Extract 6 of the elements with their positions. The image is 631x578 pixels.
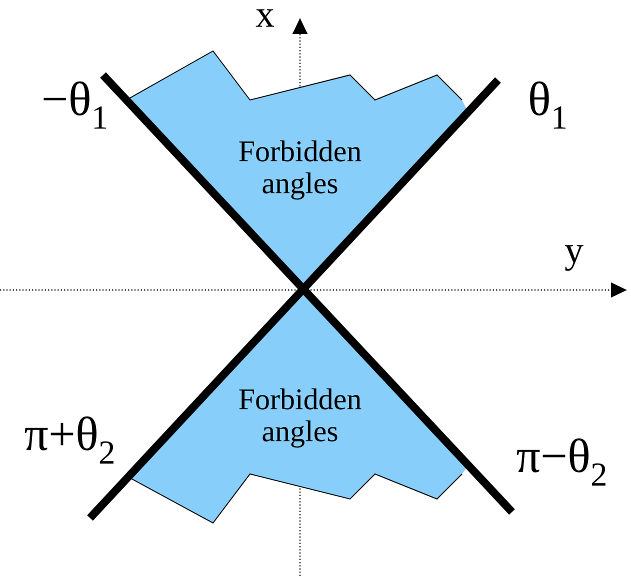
- angle-label: π+θ$_{2}$: [24, 416, 114, 464]
- axis-label: y: [564, 245, 584, 271]
- forbidden-region: Forbidden angles: [123, 290, 468, 524]
- forbidden-region: Forbidden angles: [123, 50, 468, 290]
- angle-label: θ$_{1}$: [530, 81, 566, 129]
- angle-label: π−θ$_{2}$: [516, 438, 606, 486]
